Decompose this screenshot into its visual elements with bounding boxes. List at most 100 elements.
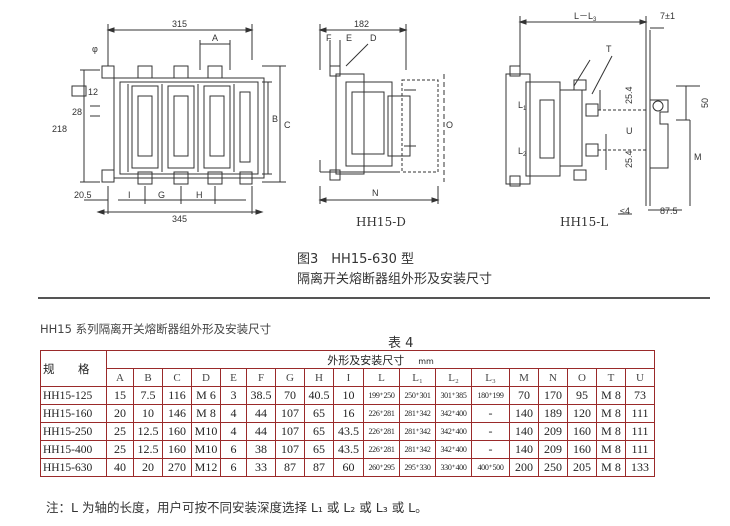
dim-25-4-b: 25.4 — [624, 150, 634, 168]
table-cell: 25 — [106, 422, 134, 441]
column-header: E — [220, 368, 247, 387]
table-cell: 146 — [162, 404, 192, 423]
column-header: T — [596, 368, 626, 387]
table-cell: 295⁺330 — [399, 458, 436, 477]
view-label-hh15-d: HH15-D — [356, 215, 406, 229]
table-cell: 73 — [625, 386, 655, 405]
footnote: 注：L 为轴的长度，用户可按不同安装深度选择 L₁ 或 L₂ 或 L₃ 或 L。 — [46, 500, 428, 515]
column-header: G — [275, 368, 305, 387]
table-cell: 226⁺281 — [363, 440, 400, 459]
table-cell: M 8 — [596, 458, 626, 477]
table-cell: 200 — [509, 458, 539, 477]
table-cell: 180⁺199 — [471, 386, 510, 405]
dim-letter-d: D — [370, 33, 377, 43]
table-cell: 270 — [162, 458, 192, 477]
table-cell: 209 — [538, 422, 568, 441]
table-cell: M 8 — [596, 404, 626, 423]
table-cell: 107 — [275, 404, 305, 423]
dim-12: 12 — [88, 87, 98, 97]
column-header: M — [509, 368, 539, 387]
table-cell: 301⁺385 — [435, 386, 472, 405]
dim-letter-t: T — [606, 44, 612, 54]
table-cell: 44 — [246, 422, 276, 441]
table-cell: 160 — [162, 422, 192, 441]
table-cell: 65 — [304, 422, 334, 441]
table-cell: 281⁺342 — [399, 422, 436, 441]
table-cell: 107 — [275, 440, 305, 459]
table-cell: 95 — [567, 386, 597, 405]
spec-cell: HH15-250 — [40, 422, 107, 441]
dim-50: 50 — [700, 98, 710, 108]
table-cell: 342⁺400 — [435, 440, 472, 459]
table-cell: - — [471, 440, 510, 459]
table-cell: 111 — [625, 422, 655, 441]
column-header: B — [133, 368, 163, 387]
table-cell: M 8 — [596, 440, 626, 459]
dim-letter-u: U — [626, 126, 633, 136]
table-cell: 7.5 — [133, 386, 163, 405]
spec-cell: HH15-160 — [40, 404, 107, 423]
table-cell: 140 — [509, 422, 539, 441]
hh15-l-view — [505, 16, 700, 215]
table-cell: M 6 — [191, 386, 221, 405]
column-header: F — [246, 368, 276, 387]
table-cell: 226⁺281 — [363, 422, 400, 441]
table-cell: M12 — [191, 458, 221, 477]
dim-l1: L1 — [518, 100, 527, 112]
table-cell: M10 — [191, 422, 221, 441]
table-cell: 10 — [133, 404, 163, 423]
column-header: H — [304, 368, 334, 387]
table-cell: - — [471, 422, 510, 441]
column-header: D — [191, 368, 221, 387]
dim-7pm1: 7±1 — [660, 11, 675, 21]
table-cell: 40.5 — [304, 386, 334, 405]
spec-header: 规 格 — [40, 350, 107, 387]
table-cell: 38.5 — [246, 386, 276, 405]
table-label: 表 4 — [388, 336, 414, 351]
table-cell: 6 — [220, 458, 247, 477]
view-label-hh15-l: HH15-L — [560, 215, 608, 229]
table-cell: 16 — [333, 404, 364, 423]
table-cell: 107 — [275, 422, 305, 441]
table-cell: 70 — [275, 386, 305, 405]
table-cell: 400⁺500 — [471, 458, 510, 477]
table-cell: 260⁺295 — [363, 458, 400, 477]
hh15-d-view — [318, 24, 445, 204]
column-header: O — [567, 368, 597, 387]
table-cell: M 8 — [596, 422, 626, 441]
dim-218: 218 — [52, 124, 67, 134]
table-cell: 60 — [333, 458, 364, 477]
table-cell: 250 — [538, 458, 568, 477]
table-cell: 170 — [538, 386, 568, 405]
table-cell: 40 — [106, 458, 134, 477]
column-header: A — [106, 368, 134, 387]
table-cell: 38 — [246, 440, 276, 459]
table-cell: 43.5 — [333, 440, 364, 459]
dim-25-4-a: 25.4 — [624, 86, 634, 104]
table-cell: 111 — [625, 440, 655, 459]
dim-87-5: 87.5 — [660, 206, 678, 216]
dim-345: 345 — [172, 214, 187, 224]
table-cell: 87 — [304, 458, 334, 477]
dim-l2: L2 — [518, 146, 527, 158]
figure-subtitle: 隔离开关熔断器组外形及安装尺寸 — [297, 272, 493, 287]
table-cell: M 8 — [596, 386, 626, 405]
table-cell: 189 — [538, 404, 568, 423]
table-cell: 65 — [304, 440, 334, 459]
table-cell: M10 — [191, 440, 221, 459]
table-cell: 4 — [220, 422, 247, 441]
table-cell: 205 — [567, 458, 597, 477]
dim-28: 28 — [72, 107, 82, 117]
table-cell: 120 — [567, 404, 597, 423]
table-cell: 20 — [106, 404, 134, 423]
dim-letter-g: G — [158, 190, 165, 200]
column-header: I — [333, 368, 364, 387]
dim-letter-a: A — [212, 33, 218, 43]
table-cell: 43.5 — [333, 422, 364, 441]
table-cell: 65 — [304, 404, 334, 423]
table-cell: 12.5 — [133, 422, 163, 441]
